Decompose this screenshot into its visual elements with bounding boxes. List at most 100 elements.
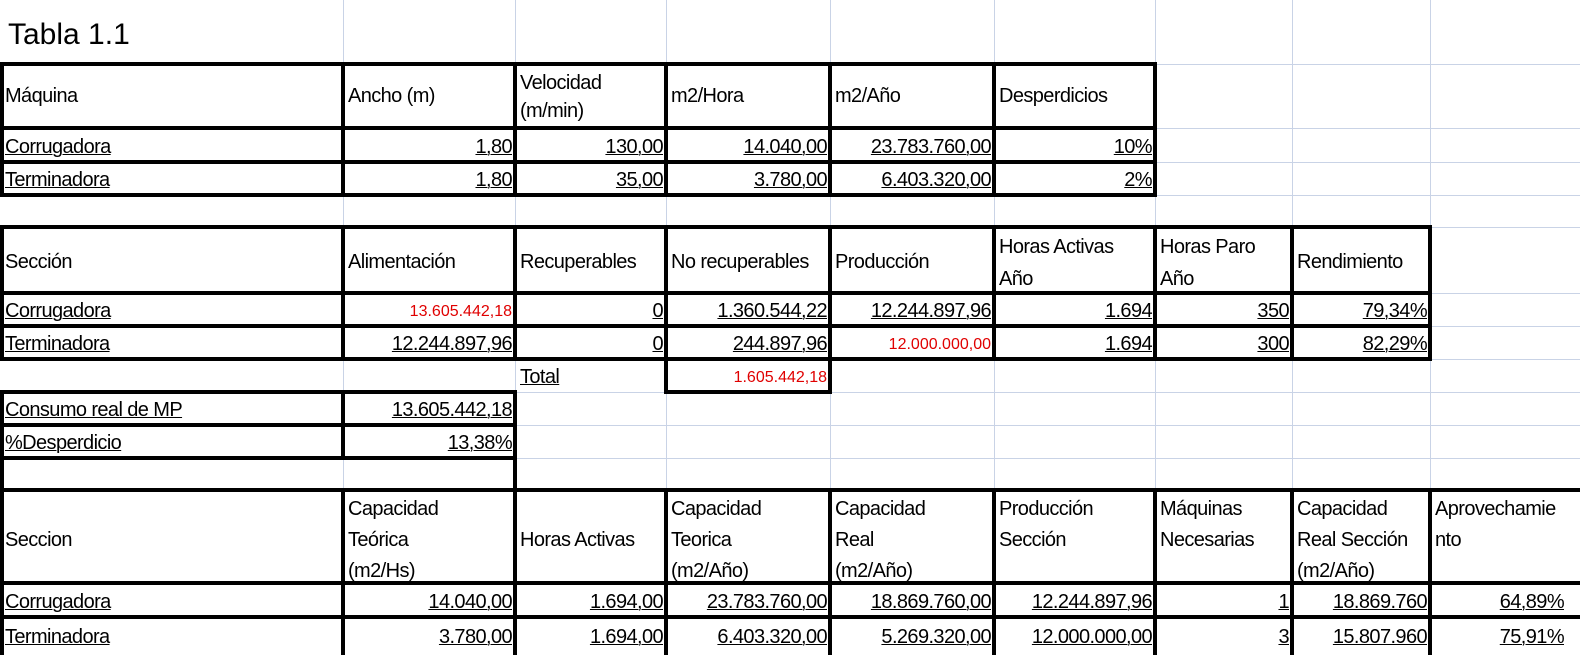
header-cell[interactable]: Desperdicios: [999, 85, 1108, 107]
header-cell[interactable]: Sección: [5, 251, 73, 273]
data-cell[interactable]: 6.403.320,00: [717, 626, 827, 648]
border: [0, 615, 1580, 619]
data-cell[interactable]: 15.807.960: [1332, 626, 1428, 648]
border: [1428, 488, 1432, 655]
header-cell[interactable]: Máquina: [5, 85, 78, 107]
border: [0, 423, 517, 427]
border: [0, 225, 1432, 229]
desperdicio-value[interactable]: 13,38%: [447, 432, 513, 454]
desperdicio-label[interactable]: %Desperdicio: [5, 432, 122, 454]
header-cell[interactable]: Ancho (m): [348, 85, 435, 107]
consumo-label[interactable]: Consumo real de MP: [5, 399, 183, 421]
header-cell[interactable]: Capacidad Teórica (m2/Hs): [348, 498, 439, 582]
data-cell[interactable]: 3.780,00: [438, 626, 513, 648]
total-label[interactable]: Total: [520, 366, 560, 388]
header-cell[interactable]: Capacidad Real (m2/Año): [835, 498, 926, 582]
header-cell[interactable]: m2/Hora: [671, 85, 744, 107]
border: [0, 488, 4, 655]
border: [1428, 225, 1432, 361]
border: [513, 225, 517, 361]
header-cell[interactable]: Horas Activas: [520, 529, 635, 551]
data-cell[interactable]: 130,00: [605, 136, 663, 158]
data-cell[interactable]: 2%: [1124, 169, 1152, 191]
data-cell[interactable]: 5.269.320,00: [881, 626, 991, 648]
header-cell[interactable]: Producción: [835, 251, 930, 273]
consumo-value[interactable]: 13.605.442,18: [391, 399, 513, 421]
data-cell[interactable]: 23.783.760,00: [706, 591, 828, 613]
header-cell[interactable]: Capacidad Teorica (m2/Año): [671, 498, 762, 582]
data-cell[interactable]: 23.783.760,00: [870, 136, 992, 158]
header-cell[interactable]: Horas Paro Año: [1160, 236, 1256, 290]
data-cell[interactable]: 1.694,00: [589, 626, 664, 648]
border: [0, 62, 1157, 66]
header-cell[interactable]: Seccion: [5, 529, 73, 551]
header-cell[interactable]: Aprovechamiento: [1435, 498, 1556, 551]
data-cell[interactable]: 3: [1278, 626, 1289, 648]
header-cell[interactable]: No recuperables: [671, 251, 809, 273]
data-cell[interactable]: 35,00: [615, 169, 664, 191]
data-cell-highlight[interactable]: 13.605.442,18: [409, 303, 512, 320]
data-cell[interactable]: 6.403.320,00: [881, 169, 991, 191]
border: [0, 390, 517, 394]
data-cell[interactable]: 12.000.000,00: [1031, 626, 1153, 648]
header-cell[interactable]: Capacidad Real Sección (m2/Año): [1297, 498, 1408, 582]
data-cell[interactable]: 1.360.544,22: [717, 300, 827, 322]
data-cell[interactable]: 1,80: [475, 169, 512, 191]
border: [0, 456, 517, 460]
header-cell[interactable]: Producción Sección: [999, 498, 1094, 551]
border: [0, 225, 4, 361]
data-cell[interactable]: Terminadora: [5, 626, 110, 648]
data-cell[interactable]: 350: [1257, 300, 1289, 322]
data-cell[interactable]: 14.040,00: [743, 136, 827, 158]
data-cell[interactable]: 64,89%: [1499, 591, 1565, 613]
data-cell[interactable]: 1: [1278, 591, 1289, 613]
data-cell[interactable]: 0: [652, 333, 663, 355]
border: [513, 390, 517, 490]
header-cell[interactable]: Recuperables: [520, 251, 637, 273]
header-cell[interactable]: m2/Año: [835, 85, 901, 107]
data-cell[interactable]: 14.040,00: [428, 591, 512, 613]
data-cell-highlight[interactable]: 12.000.000,00: [888, 336, 991, 353]
data-cell[interactable]: 12.244.897,96: [391, 333, 513, 355]
page-title: Tabla 1.1: [8, 18, 130, 51]
border: [1153, 488, 1157, 655]
header-cell[interactable]: Máquinas Necesarias: [1160, 498, 1255, 551]
border: [1290, 488, 1294, 655]
data-cell[interactable]: Corrugadora: [5, 300, 111, 322]
data-cell[interactable]: 1,80: [475, 136, 512, 158]
data-cell[interactable]: 0: [652, 300, 663, 322]
data-cell[interactable]: 1.694: [1104, 333, 1153, 355]
border: [513, 62, 517, 197]
data-cell[interactable]: 82,29%: [1362, 333, 1428, 355]
border: [664, 225, 668, 394]
border: [992, 225, 996, 361]
border: [0, 160, 1157, 164]
header-cell[interactable]: Horas Activas Año: [999, 236, 1114, 290]
data-cell[interactable]: 79,34%: [1362, 300, 1428, 322]
border: [828, 62, 832, 197]
data-cell[interactable]: Terminadora: [5, 333, 110, 355]
data-cell[interactable]: 75,91%: [1499, 626, 1565, 648]
border: [992, 62, 996, 197]
data-cell[interactable]: 300: [1257, 333, 1289, 355]
data-cell[interactable]: 1.694: [1104, 300, 1153, 322]
data-cell[interactable]: Terminadora: [5, 169, 110, 191]
header-cell[interactable]: Rendimiento: [1297, 251, 1403, 273]
border: [828, 225, 832, 394]
data-cell[interactable]: 18.869.760: [1332, 591, 1428, 613]
border: [828, 488, 832, 655]
data-cell[interactable]: 1.694,00: [589, 591, 664, 613]
header-cell[interactable]: Velocidad (m/min): [520, 72, 602, 122]
data-cell[interactable]: 244.897,96: [732, 333, 828, 355]
total-value[interactable]: 1.605.442,18: [733, 369, 827, 386]
data-cell[interactable]: 12.244.897,96: [1031, 591, 1153, 613]
data-cell[interactable]: Corrugadora: [5, 136, 111, 158]
data-cell[interactable]: 12.244.897,96: [870, 300, 992, 322]
header-cell[interactable]: Alimentación: [348, 251, 456, 273]
data-cell[interactable]: 18.869.760,00: [870, 591, 992, 613]
data-cell[interactable]: 10%: [1113, 136, 1153, 158]
data-cell[interactable]: 3.780,00: [753, 169, 828, 191]
data-cell[interactable]: Corrugadora: [5, 591, 111, 613]
border: [341, 225, 345, 361]
